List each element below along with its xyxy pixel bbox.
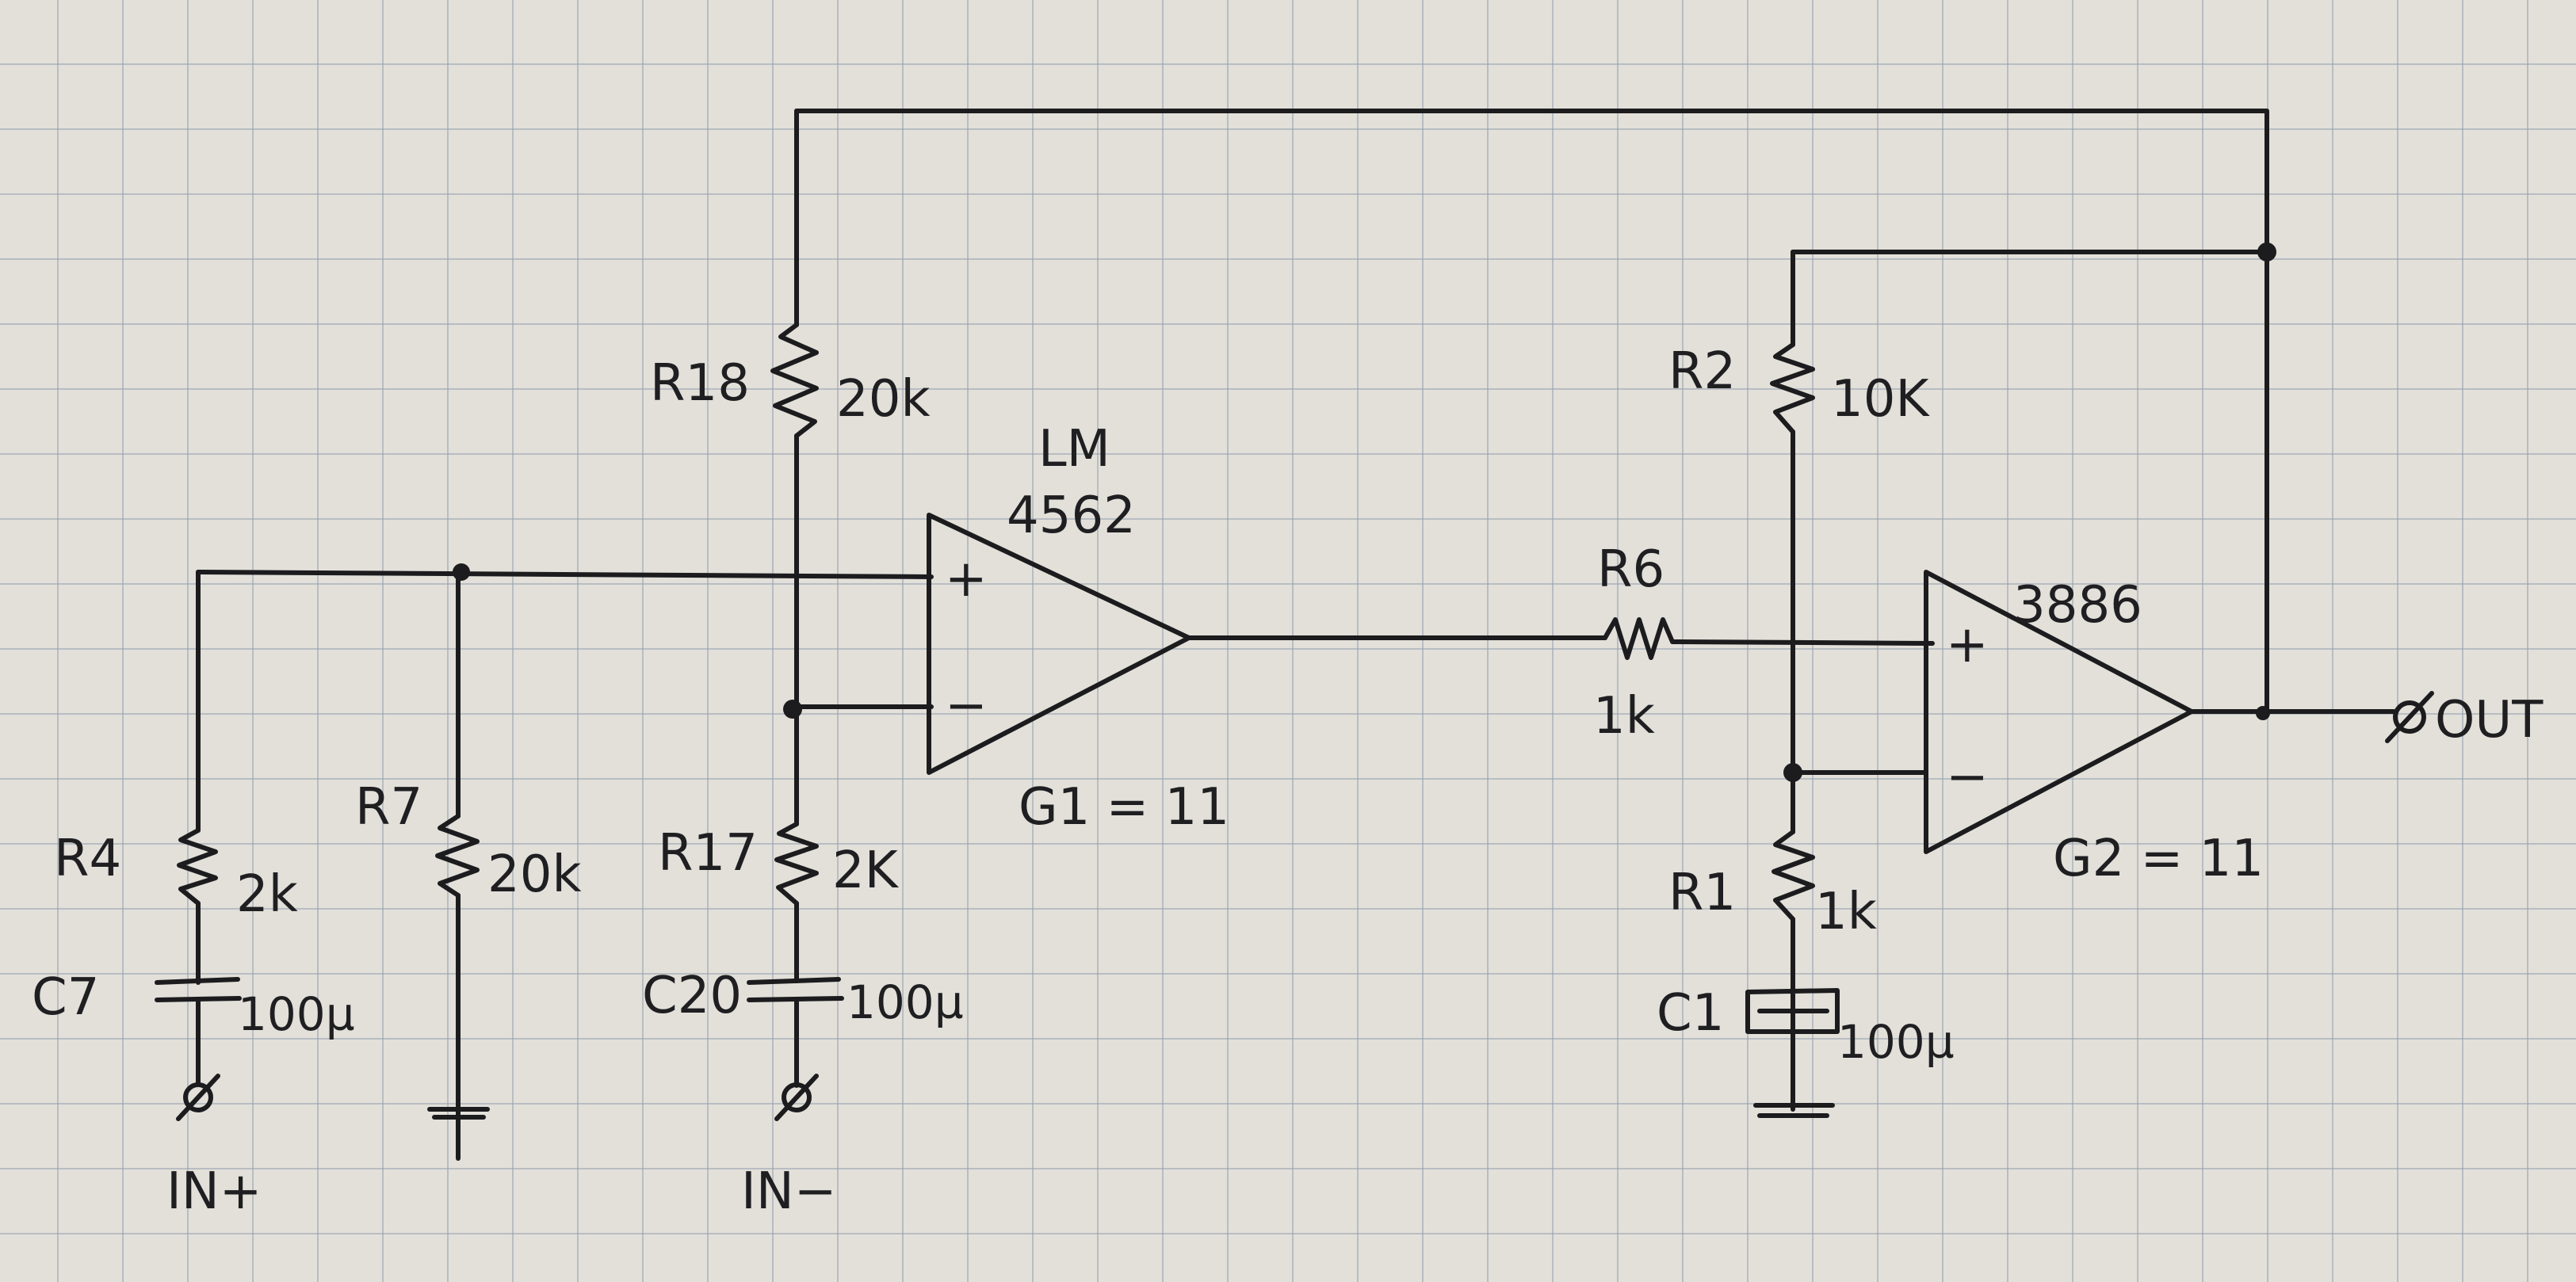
- in-minus-label: IN−: [741, 1162, 836, 1221]
- r4-ref-label: R4: [54, 830, 121, 888]
- capacitors: [155, 977, 1840, 1036]
- resistors: [177, 322, 1815, 921]
- opamp-u2: + −: [1924, 570, 2194, 854]
- u1-gain-label: G1 = 11: [1019, 778, 1229, 837]
- terminal-in-minus-symbol: [774, 1074, 819, 1121]
- capacitor-c7: [155, 977, 242, 1002]
- c7-value-label: 100µ: [238, 987, 355, 1041]
- junction-dot: [783, 700, 802, 719]
- wire-u1-noninverting: [196, 570, 934, 579]
- junction-dot: [1783, 763, 1802, 782]
- u1-part-label-line1: LM: [1038, 420, 1110, 479]
- resistor-r7: [435, 814, 480, 898]
- r7-ref-label: R7: [355, 778, 422, 837]
- r6-ref-label: R6: [1597, 540, 1664, 599]
- resistor-r17: [774, 822, 819, 906]
- u2-part-label: 3886: [2013, 576, 2142, 635]
- r1-value-label: 1k: [1815, 883, 1877, 941]
- opamp-u2-triangle: [1924, 570, 2194, 854]
- terminal-out-symbol: [2385, 691, 2434, 743]
- u2-gain-label: G2 = 11: [2053, 830, 2264, 888]
- r7-value-label: 20k: [487, 845, 582, 904]
- r6-value-label: 1k: [1593, 687, 1655, 746]
- r17-ref-label: R17: [658, 824, 758, 883]
- opamp-u2-plus-sign: +: [1946, 616, 1989, 674]
- junctions: [453, 242, 2276, 782]
- r2-ref-label: R2: [1668, 342, 1736, 401]
- r18-ref-label: R18: [650, 354, 750, 413]
- opamp-u1-minus-sign: −: [945, 677, 988, 735]
- terminals: [176, 691, 2434, 1121]
- wire-top-feedback: [794, 109, 2269, 714]
- wires: [196, 109, 2396, 1161]
- r1-ref-label: R1: [1668, 864, 1736, 922]
- resistor-r1: [1771, 830, 1815, 921]
- r18-value-label: 20k: [836, 370, 931, 429]
- resistor-r2: [1770, 342, 1815, 434]
- resistor-r4: [177, 828, 218, 906]
- r4-value-label: 2k: [236, 865, 298, 924]
- grounds: [427, 1103, 1835, 1120]
- r17-value-label: 2K: [832, 841, 900, 900]
- ground-symbol-r7: [427, 1107, 490, 1120]
- wire-r6-u2: [1676, 639, 1935, 646]
- c20-ref-label: C20: [642, 967, 742, 1025]
- junction-dot: [2256, 706, 2270, 720]
- c20-value-label: 100µ: [847, 975, 964, 1029]
- opamp-u1-triangle: [927, 513, 1191, 775]
- ground-symbol-c1: [1753, 1103, 1835, 1118]
- junction-dot: [453, 563, 470, 581]
- junction-dot: [2257, 242, 2276, 261]
- resistor-r18: [770, 322, 819, 438]
- opamp-u1: + −: [927, 513, 1191, 775]
- c7-ref-label: C7: [32, 968, 99, 1027]
- c1-ref-label: C1: [1657, 984, 1724, 1043]
- terminal-in-plus-symbol: [176, 1074, 220, 1121]
- labels: R18 20k R4 2k R7 20k R17 2K C7 100µ C20 …: [32, 342, 2544, 1221]
- u1-part-label-line2: 4562: [1007, 486, 1136, 545]
- c1-value-label: 100µ: [1837, 1015, 1955, 1069]
- capacitor-c1-electrolytic: [1745, 988, 1840, 1036]
- r2-value-label: 10K: [1831, 370, 1930, 429]
- opamp-u2-minus-sign: −: [1946, 748, 1989, 807]
- out-label: OUT: [2435, 691, 2544, 750]
- in-plus-label: IN+: [166, 1162, 262, 1221]
- capacitor-c20: [747, 977, 844, 1002]
- opamp-u1-plus-sign: +: [945, 550, 988, 609]
- resistor-r6: [1603, 617, 1681, 660]
